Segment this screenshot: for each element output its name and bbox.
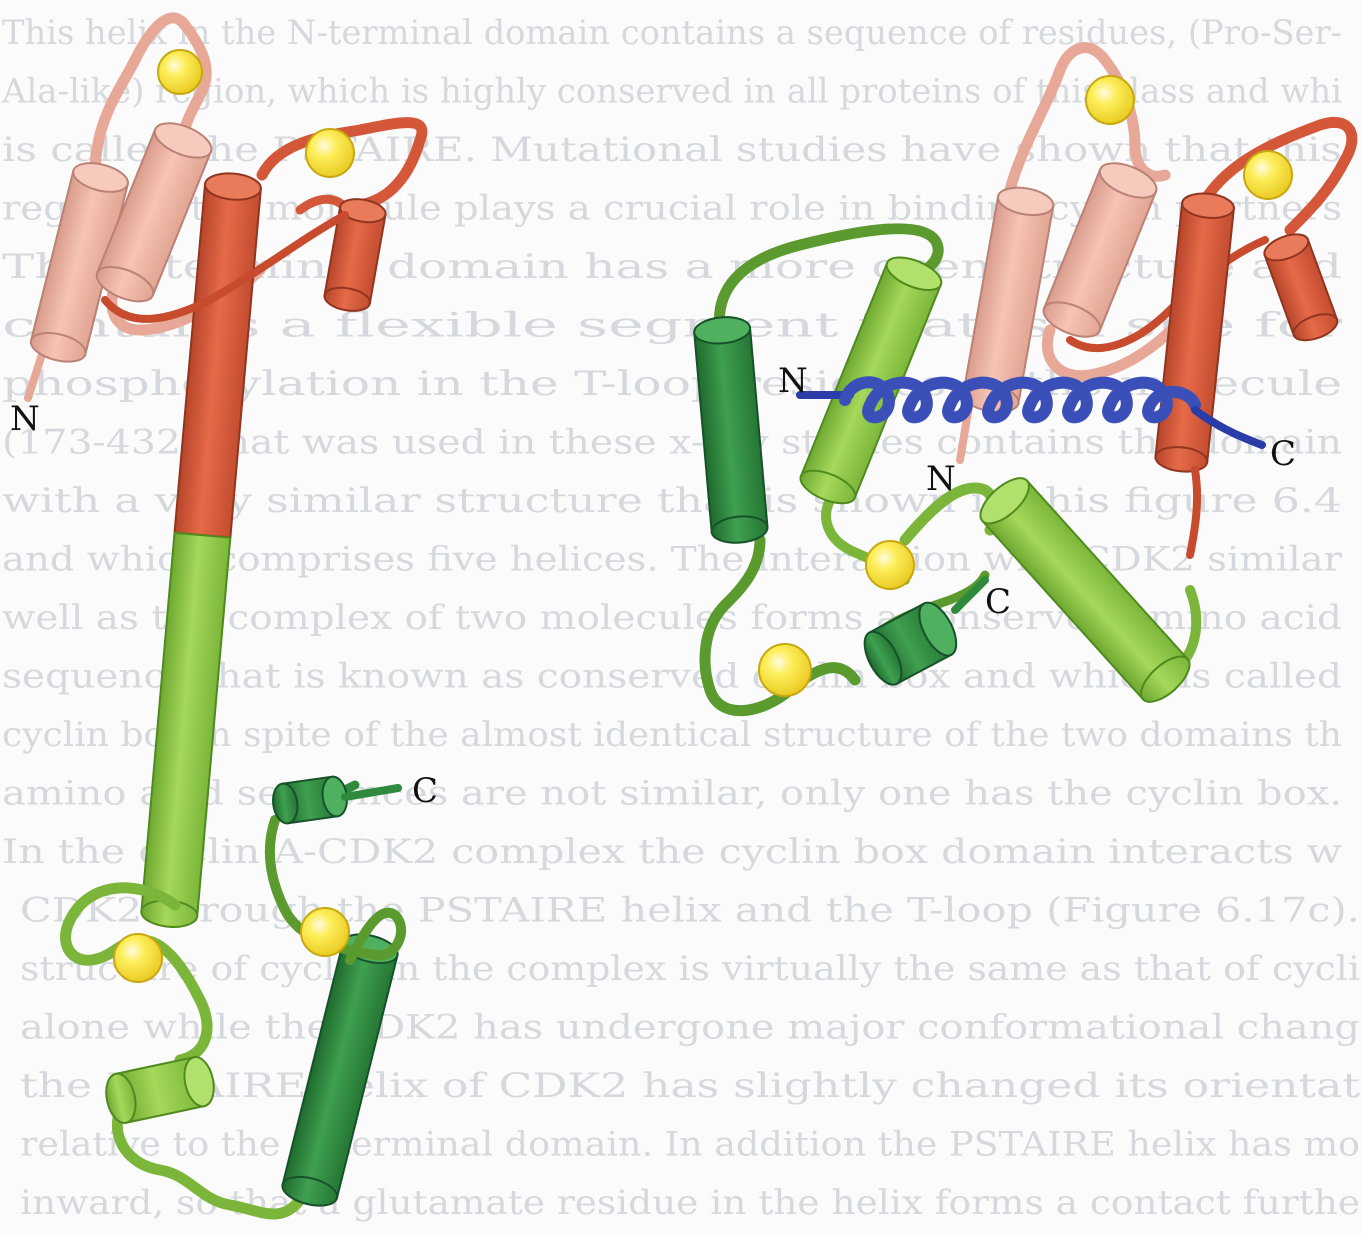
- metal-ion: [114, 934, 162, 982]
- background-text-line: relative to the N-terminal domain. In ad…: [20, 1125, 1360, 1165]
- right-helix-c-terminus-label: C: [1270, 434, 1296, 474]
- background-text-line: alone while the CDK2 has undergone major…: [20, 1008, 1360, 1048]
- metal-ion: [1244, 151, 1292, 199]
- left-n-terminus-label: N: [10, 399, 40, 439]
- metal-ion: [866, 541, 914, 589]
- metal-ion: [306, 129, 354, 177]
- right-domain-n-terminus-label: N: [926, 459, 956, 499]
- metal-ion: [1086, 76, 1134, 124]
- background-text-line: the PSTAIRE helix of CDK2 has slightly c…: [20, 1066, 1360, 1106]
- background-text-line: structure of cyclin in the complex is vi…: [20, 949, 1360, 989]
- metal-ion: [158, 50, 202, 94]
- right-domain-c-terminus-label: C: [985, 582, 1011, 622]
- right-helix-n-terminus-label: N: [778, 361, 808, 401]
- left-c-terminus-label: C: [412, 771, 438, 811]
- background-text-line: CDK2 through the PSTAIRE helix and the T…: [20, 891, 1360, 931]
- metal-ion: [301, 908, 349, 956]
- metal-ion: [759, 644, 811, 696]
